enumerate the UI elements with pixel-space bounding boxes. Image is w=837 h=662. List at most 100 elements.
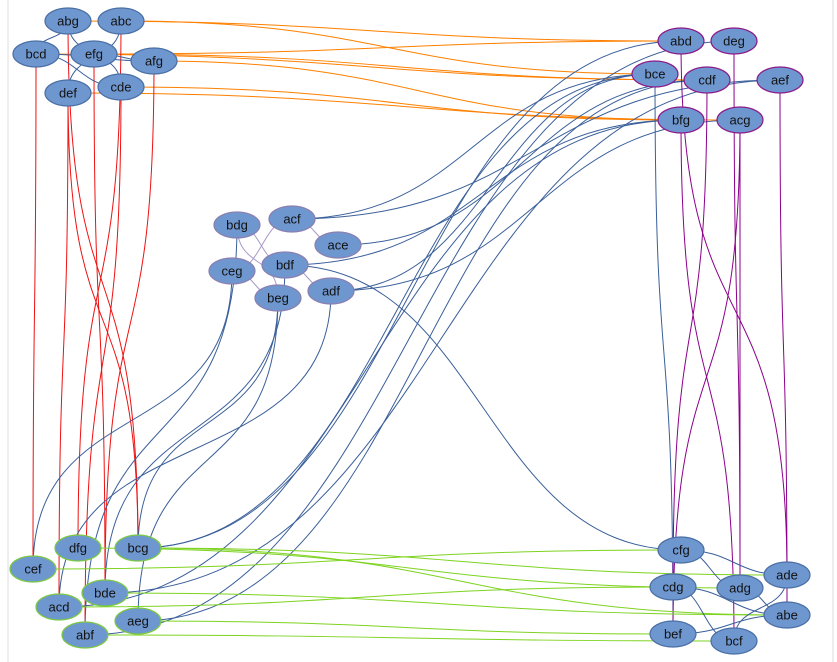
node-ellipse (97, 73, 145, 101)
node-cef[interactable]: cef (9, 555, 57, 583)
node-ellipse (657, 27, 705, 55)
node-label: abc (111, 14, 132, 29)
edge-efg-abd (93, 40, 682, 55)
node-bef[interactable]: bef (649, 620, 697, 648)
node-label: bce (645, 67, 666, 82)
node-bde[interactable]: bde (81, 579, 129, 607)
node-adg[interactable]: adg (716, 574, 764, 602)
node-abf[interactable]: abf (61, 621, 109, 649)
node-ellipse (208, 257, 256, 285)
node-ellipse (70, 40, 118, 68)
node-label: aef (771, 73, 789, 88)
node-ellipse (649, 620, 697, 648)
edge-aef-abe (779, 79, 788, 616)
node-label: ade (776, 568, 798, 583)
node-aeg[interactable]: aeg (114, 607, 162, 635)
node-label: bdf (276, 258, 294, 273)
node-ellipse (54, 534, 102, 562)
node-ellipse (114, 607, 162, 635)
edge-aeg-cdf (137, 79, 708, 622)
node-ellipse (657, 536, 705, 564)
node-label: cdg (663, 580, 684, 595)
node-cdg[interactable]: cdg (649, 573, 697, 601)
node-bcg[interactable]: bcg (114, 534, 162, 562)
node-bdg[interactable]: bdg (213, 211, 261, 239)
node-abd[interactable]: abd (657, 27, 705, 55)
node-acg[interactable]: acg (716, 106, 764, 134)
node-ellipse (710, 627, 758, 655)
node-bfg[interactable]: bfg (657, 106, 705, 134)
edge-bcd-cef (32, 53, 37, 570)
edge-ceg-cef (32, 270, 233, 570)
node-ceg[interactable]: ceg (208, 257, 256, 285)
node-acf[interactable]: acf (268, 205, 316, 233)
edge-bde-aef (104, 79, 781, 594)
node-label: cfg (672, 543, 689, 558)
node-ellipse (763, 561, 811, 589)
edge-bcg-abd (137, 40, 682, 549)
edge-abg-bcg (67, 20, 139, 549)
node-label: acg (730, 113, 751, 128)
node-bce[interactable]: bce (631, 60, 679, 88)
edge-abg-abd (67, 20, 682, 42)
edge-cde-abf (84, 86, 122, 636)
node-bdf[interactable]: bdf (261, 251, 309, 279)
edge-dfg-adg (77, 547, 741, 589)
node-ellipse (649, 573, 697, 601)
edge-acd-bfg (58, 119, 682, 608)
node-ellipse (683, 66, 731, 94)
node-cdf[interactable]: cdf (683, 66, 731, 94)
edge-efg-cdf (93, 53, 708, 81)
edge-acg-bef (672, 119, 741, 635)
edge-bcg-ade (137, 547, 788, 576)
node-acd[interactable]: acd (35, 593, 83, 621)
edge-bcg-bce (137, 73, 656, 549)
node-label: efg (85, 47, 103, 62)
node-cde[interactable]: cde (97, 73, 145, 101)
node-afg[interactable]: afg (130, 47, 178, 75)
node-ace[interactable]: ace (314, 231, 362, 259)
node-label: bde (94, 586, 116, 601)
edge-adf-bce (330, 73, 656, 292)
edge-ace-cdf (337, 79, 708, 246)
node-abc[interactable]: abc (97, 7, 145, 35)
node-ellipse (97, 7, 145, 35)
node-efg[interactable]: efg (70, 40, 118, 68)
node-cfg[interactable]: cfg (657, 536, 705, 564)
node-ellipse (631, 60, 679, 88)
node-ellipse (130, 47, 178, 75)
node-abg[interactable]: abg (44, 7, 92, 35)
node-ellipse (35, 593, 83, 621)
node-ade[interactable]: ade (763, 561, 811, 589)
node-beg[interactable]: beg (254, 284, 302, 312)
node-ellipse (254, 284, 302, 312)
node-label: ceg (222, 264, 243, 279)
node-bcd[interactable]: bcd (12, 40, 60, 68)
edge-efg-bde (93, 53, 106, 594)
node-ellipse (12, 40, 60, 68)
node-ellipse (44, 7, 92, 35)
edge-beg-bcg (137, 297, 279, 549)
node-abe[interactable]: abe (763, 601, 811, 629)
node-deg[interactable]: deg (710, 27, 758, 55)
node-aef[interactable]: aef (756, 66, 804, 94)
edge-abf-deg (84, 40, 735, 636)
edge-bdf-cfg (284, 264, 682, 551)
node-bcf[interactable]: bcf (710, 627, 758, 655)
node-dfg[interactable]: dfg (54, 534, 102, 562)
node-ellipse (307, 277, 355, 305)
node-ellipse (756, 66, 804, 94)
node-label: cde (111, 80, 132, 95)
node-def[interactable]: def (44, 79, 92, 107)
edge-bdg-abf (84, 224, 238, 636)
node-label: ace (328, 238, 349, 253)
node-ellipse (763, 601, 811, 629)
node-adf[interactable]: adf (307, 277, 355, 305)
node-ellipse (44, 79, 92, 107)
edge-bdf-bfg (284, 119, 682, 266)
node-label: bef (664, 627, 682, 642)
edge-cdf-cdg (672, 79, 708, 588)
edge-def-acd (58, 92, 69, 608)
